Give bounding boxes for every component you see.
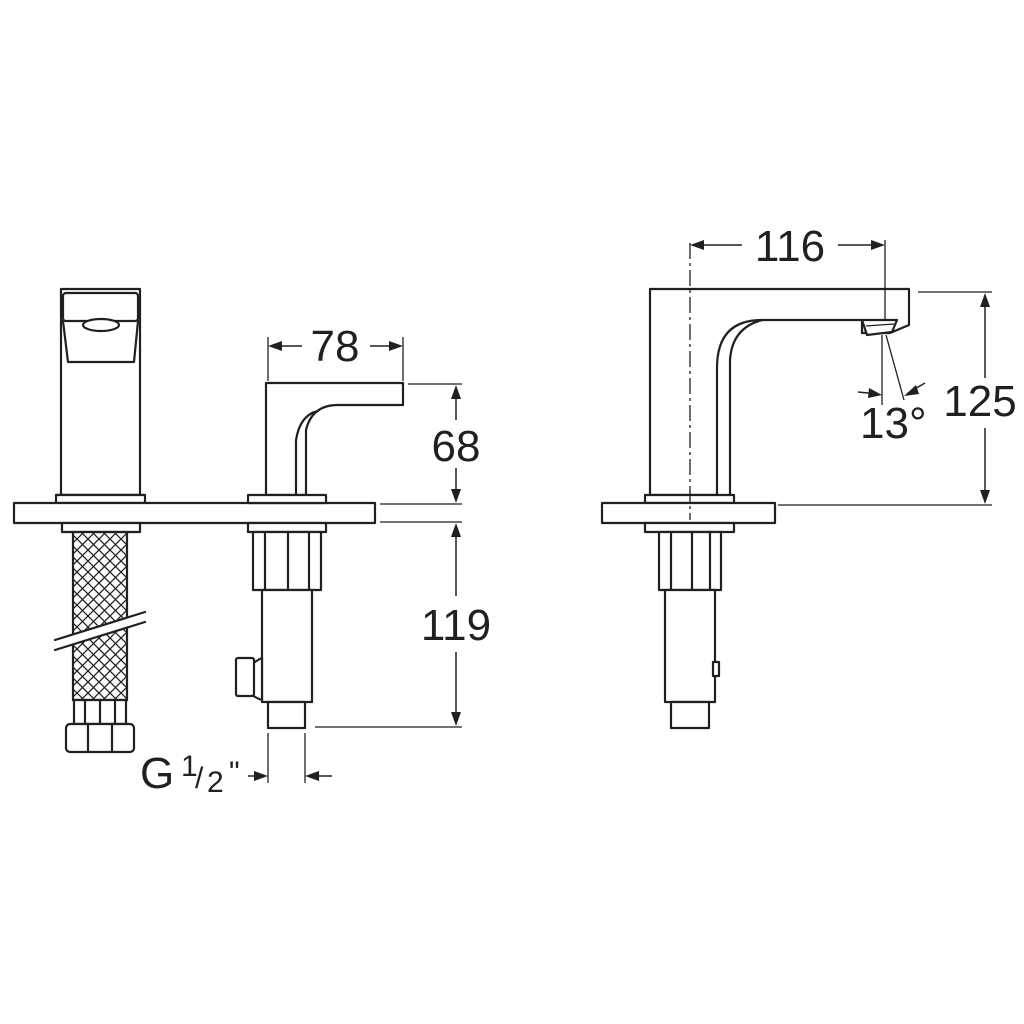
dim-13deg-label: 13°	[860, 399, 927, 448]
deck-plate-right	[600, 501, 777, 525]
spout-outlet	[669, 700, 711, 730]
dimension-116: 116	[690, 222, 886, 320]
aerator-outlet	[81, 317, 121, 333]
dim-119-label: 119	[421, 601, 491, 650]
dimension-13deg: 13°	[857, 334, 927, 448]
left-spout-front-view	[54, 287, 147, 505]
thread-inch-label: "	[229, 756, 240, 789]
thread-numerator-label: 1	[181, 750, 198, 783]
spout-side-profile	[648, 287, 911, 497]
side-connector	[234, 656, 256, 698]
dim-125-label: 125	[943, 377, 1016, 426]
lever-handle[interactable]	[264, 381, 405, 497]
spout-nut	[657, 530, 723, 592]
spout-aerator	[860, 318, 899, 337]
thread-denominator-label: 2	[207, 766, 224, 799]
flex-hose	[53, 521, 147, 754]
dim-116-label: 116	[755, 222, 825, 271]
thread-prefix-label: G	[140, 749, 174, 798]
dim-68-label: 68	[432, 422, 481, 471]
thread-outlet	[266, 700, 307, 730]
dimension-78: 78	[267, 322, 404, 381]
mixer-lever-valve	[234, 381, 405, 730]
dimension-119: 119	[315, 521, 491, 728]
valve-body	[260, 588, 314, 704]
dimension-125: 125	[778, 291, 1017, 506]
right-spout-side-view	[600, 243, 911, 730]
dim-78-label: 78	[311, 322, 360, 371]
deck-plate-left	[12, 501, 377, 525]
thread-slash-label: /	[195, 762, 204, 795]
spout-shank	[663, 588, 717, 704]
dimension-68: 68	[380, 383, 481, 505]
dimension-thread: G 1 / 2 "	[140, 733, 332, 799]
